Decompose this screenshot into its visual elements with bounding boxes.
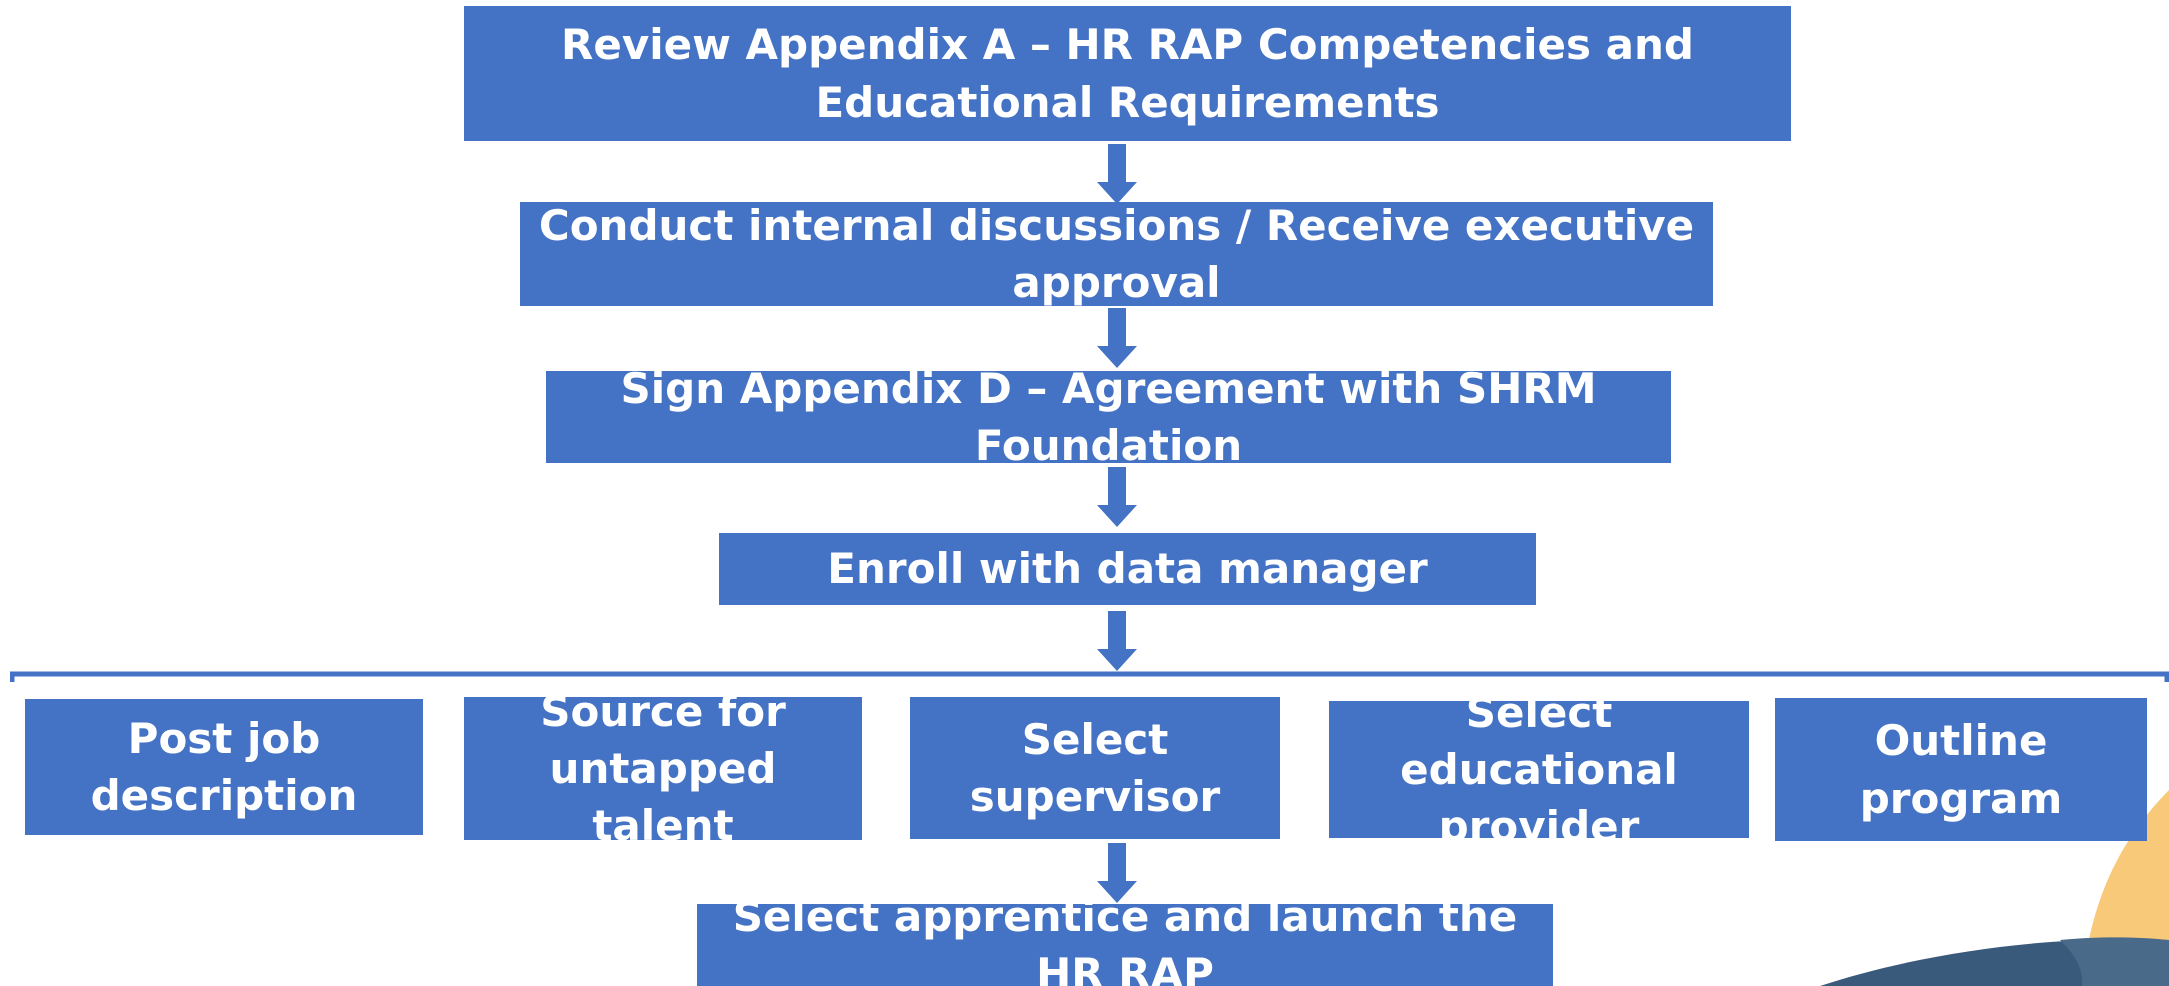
task-label: Select educational provider — [1400, 687, 1678, 852]
task-outline-program: Outline program — [1775, 698, 2147, 841]
arrow-down-icon — [1097, 843, 1137, 903]
task-label: Outline program — [1859, 716, 2063, 823]
arrow-down-icon — [1097, 467, 1137, 527]
step-launch-label: Select apprentice and launch the HR RAP — [732, 891, 1518, 986]
arrow-down-icon — [1097, 308, 1137, 368]
step-enroll-data-manager: Enroll with data manager — [719, 533, 1536, 605]
step-sign-appendix-d: Sign Appendix D – Agreement with SHRM Fo… — [546, 364, 1671, 470]
step-discuss-label: Conduct internal discussions / Receive e… — [538, 200, 1695, 307]
task-select-supervisor: Select supervisor — [910, 697, 1280, 839]
step-enroll-label: Enroll with data manager — [827, 544, 1428, 594]
step-sign-label: Sign Appendix D – Agreement with SHRM Fo… — [620, 363, 1597, 470]
navy-arc-overlap — [2060, 937, 2169, 986]
step-conduct-discussions: Conduct internal discussions / Receive e… — [520, 201, 1713, 307]
step-review-appendix-a: Review Appendix A – HR RAP Competencies … — [464, 6, 1791, 141]
arrow-down-icon — [1097, 144, 1137, 204]
task-post-job-description: Post job description — [25, 699, 423, 835]
branch-bracket-line — [10, 671, 2169, 682]
task-select-educational-provider: Select educational provider — [1329, 688, 1749, 851]
task-label: Post job description — [90, 713, 358, 820]
task-label: Source for untapped talent — [540, 686, 786, 851]
navy-arc-shape — [1820, 939, 2169, 986]
step-select-apprentice-launch: Select apprentice and launch the HR RAP — [697, 892, 1553, 986]
step-review-label: Review Appendix A – HR RAP Competencies … — [561, 20, 1694, 127]
task-source-untapped-talent: Source for untapped talent — [464, 687, 862, 850]
task-label: Select supervisor — [969, 714, 1221, 821]
arrow-down-icon — [1097, 611, 1137, 671]
